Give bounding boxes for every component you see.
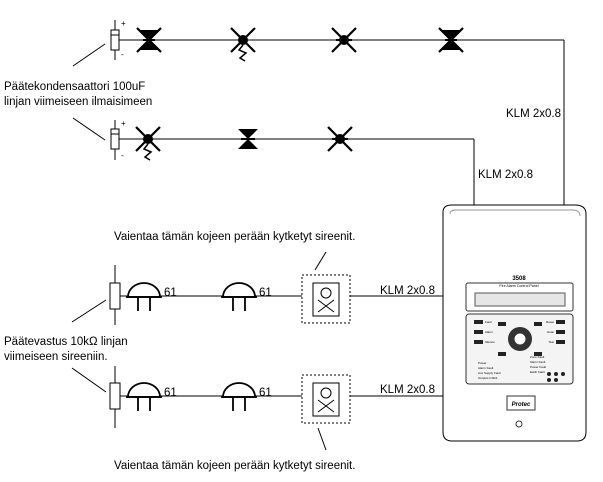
capacitor-plus-1: + [121,19,126,28]
isolator-note-bottom: Vaientaa tämän kojeen perään kytketyt si… [114,460,356,472]
siren-1-2 [220,282,258,312]
panel-left-label: Alarm [485,330,493,334]
siren-line-1 [109,265,443,325]
siren-2-2 [220,382,258,412]
panel-right-button-labels: Reset Evac Test [546,320,554,344]
cable-label-siren1: KLM 2x0.8 [380,285,435,297]
detector-1-4 [438,27,464,53]
capacitor-minus-1: - [121,50,124,59]
panel-left-button-labels: Fault Alarm Silence [485,320,495,344]
cable-label-loop1: KLM 2x0.8 [506,108,561,120]
siren-number: 61 [259,287,272,299]
panel-right-line: Zone Fault [530,355,545,359]
resistor-leader-1 [71,299,107,323]
panel-brand: Protec [512,402,531,408]
isolator-note-top: Vaientaa tämän kojeen perään kytketyt si… [114,231,356,243]
resistor-leader-2 [71,367,107,393]
panel-left-label: Fault [485,320,492,324]
panel-bottom-label: Aux Supply Fault [478,371,501,375]
siren-2-1 [125,382,163,412]
cable-label-siren2: KLM 2x0.8 [380,384,435,396]
detector-2-1 [134,125,162,162]
cable-label-loop2: KLM 2x0.8 [478,169,533,181]
capacitor-minus-2: - [121,151,124,160]
end-of-line-capacitor-1 [110,20,120,60]
panel-bottom-labels: Power Alarm Fault Aux Supply Fault Outpu… [478,361,501,380]
panel-right-line: Power Fault [530,365,546,369]
panel-right-label: Evac [547,330,554,334]
detector-2-2 [238,129,258,149]
end-of-line-capacitor-2 [110,120,120,160]
panel-right-labels: Zone Fault Alarm Fault Power Fault Earth… [530,355,546,374]
end-of-line-resistor-1 [109,282,121,310]
end-of-line-resistor-2 [109,382,121,410]
panel-right-label: Reset [546,320,554,324]
capacitor-note-line1: Päätekondensaattori 100uF [4,81,146,93]
panel-bottom-label: Alarm Fault [478,366,494,370]
panel-left-label: Silence [485,340,495,344]
detector-1-2 [229,26,257,63]
siren-isolator-1 [301,251,351,324]
panel-title: Fire Alarm Control Panel [499,284,538,288]
detector-loop-2: + - [110,119,475,212]
resistor-note-line2: viimeiseen sireeniin. [4,351,108,363]
siren-1-1 [125,282,163,312]
capacitor-plus-2: + [121,119,126,128]
capacitor-note-line2: linjan viimeiseen ilmaisimeen [4,96,153,108]
siren-number: 61 [164,287,177,299]
fire-alarm-control-panel [442,204,587,442]
capacitor-leader-2 [72,117,106,141]
resistor-note-line1: Päätevastus 10kΩ linjan [4,336,128,348]
panel-right-line: Earth Fault [530,370,545,374]
siren-isolator-2 [301,374,351,451]
siren-line-2 [109,366,443,428]
panel-bottom-label: Power [478,361,487,365]
detector-1-1 [136,27,162,53]
siren-number: 61 [259,387,272,399]
panel-model: 3508 [512,276,526,282]
panel-right-line: Alarm Fault [530,360,546,364]
siren-number: 61 [164,387,177,399]
panel-right-label: Test [548,340,554,344]
panel-bottom-label: Outputs Inhibit [478,376,498,380]
capacitor-leader-1 [72,43,106,67]
